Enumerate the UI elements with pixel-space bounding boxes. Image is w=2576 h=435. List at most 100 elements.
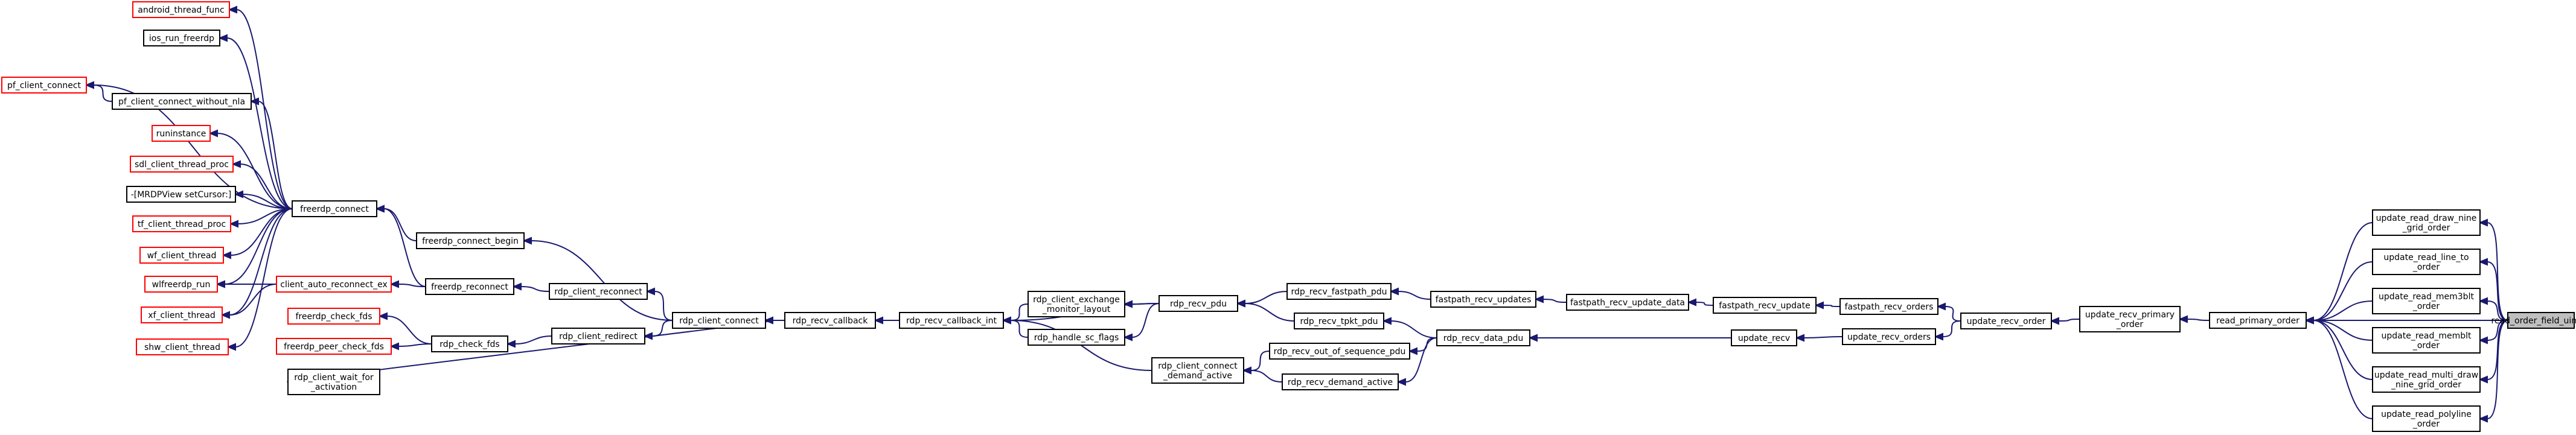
node-ios-run-freerdp[interactable]: ios_run_freerdp	[143, 30, 220, 46]
node-fastpath-recv-updates[interactable]: fastpath_recv_updates	[1430, 291, 1536, 308]
node-freerdp-connect-begin[interactable]: freerdp_connect_begin	[416, 232, 525, 249]
node-update-read-polyline-order[interactable]: update_read_polyline_order	[2372, 405, 2481, 432]
edge-freerdp-connect-to-sdl-client-thread-proc	[231, 160, 293, 209]
node-client-auto-reconnect-ex[interactable]: client_auto_reconnect_ex	[276, 276, 392, 293]
node-wf-client-thread[interactable]: wf_client_thread	[139, 247, 224, 264]
node-box	[425, 278, 514, 295]
node-xf-client-thread[interactable]: xf_client_thread	[141, 306, 223, 323]
edge-pf-client-connect-without-nla-to-pf-client-connect	[85, 81, 113, 102]
node-box	[1566, 294, 1689, 311]
node-label: rdp_handle_sc_flags	[1034, 333, 1119, 343]
edge-rdp-recv-demand-active-to-rdp-client-connect-demand-active	[1242, 366, 1283, 383]
node-shw-client-thread[interactable]: shw_client_thread	[136, 338, 229, 355]
node-box	[1839, 298, 1938, 315]
node-rdp-recv-fastpath-pdu[interactable]: rdp_recv_fastpath_pdu	[1286, 283, 1392, 300]
edge-rdp-client-connect-to-freerdp-connect-begin	[522, 237, 673, 321]
node-update-recv-orders[interactable]: update_recv_orders	[1842, 328, 1936, 345]
node-box	[1151, 357, 1244, 384]
node-update-read-multi-draw-nine-grid-order[interactable]: update_read_multi_draw_nine_grid_order	[2372, 366, 2481, 393]
edge-read-order-field-uint16-to-read-primary-order	[2304, 316, 2508, 325]
node-box	[152, 125, 211, 142]
node-rdp-recv-callback[interactable]: rdp_recv_callback	[784, 312, 876, 329]
node-label: fastpath_recv_updates	[1436, 295, 1532, 305]
node-update-recv-order[interactable]: update_recv_order	[1960, 313, 2052, 329]
node-fastpath-recv-update[interactable]: fastpath_recv_update	[1713, 297, 1817, 314]
node-box	[1960, 313, 2052, 329]
node-box	[1430, 291, 1536, 308]
node-android-thread-func[interactable]: android_thread_func	[132, 1, 230, 18]
node-box	[1294, 313, 1384, 329]
edge-rdp-recv-pdu-to-rdp-handle-sc-flags	[1123, 303, 1160, 341]
node-rdp-client-redirect[interactable]: rdp_client_redirect	[551, 328, 645, 345]
edge-freerdp-connect-to-pf-client-connect-without-nla	[249, 97, 293, 209]
node-box	[287, 369, 380, 395]
node-rdp-recv-pdu[interactable]: rdp_recv_pdu	[1159, 295, 1238, 312]
node-pf-client-connect[interactable]: pf_client_connect	[1, 77, 87, 94]
node-label: freerdp_connect	[300, 205, 369, 214]
node-wlfreerdp-run[interactable]: wlfreerdp_run	[144, 276, 218, 293]
node-box	[132, 215, 231, 232]
node-box	[551, 328, 645, 345]
node-label: freerdp_reconnect	[431, 282, 508, 292]
node-tf-client-thread-proc[interactable]: tf_client_thread_proc	[132, 215, 231, 232]
node-update-read-line-to-order[interactable]: update_read_line_to_order	[2372, 249, 2481, 275]
node-freerdp-check-fds[interactable]: freerdp_check_fds	[287, 308, 380, 325]
node-box	[2507, 312, 2575, 329]
node-rdp-recv-tpkt-pdu[interactable]: rdp_recv_tpkt_pdu	[1294, 313, 1384, 329]
node-label: rdp_client_redirect	[559, 332, 638, 341]
node-rdp-recv-callback-int[interactable]: rdp_recv_callback_int	[899, 312, 1004, 329]
edge-rdp-recv-tpkt-pdu-to-rdp-recv-pdu	[1236, 299, 1295, 322]
edge-fastpath-recv-update-to-fastpath-recv-update-data	[1687, 298, 1714, 306]
node-box	[416, 232, 525, 249]
node-freerdp-reconnect[interactable]: freerdp_reconnect	[425, 278, 514, 295]
node-update-read-mem3blt-order[interactable]: update_read_mem3blt_order	[2372, 288, 2481, 314]
edge-read-order-field-uint16-to-update-read-multi-draw-nine-grid-order	[2478, 320, 2508, 384]
node-rdp-client-wait-for-activation[interactable]: rdp_client_wait_for_activation	[287, 369, 380, 395]
node-freerdp-connect[interactable]: freerdp_connect	[292, 200, 377, 217]
node-runinstance[interactable]: runinstance	[152, 125, 211, 142]
node-update-read-memblt-order[interactable]: update_read_memblt_order	[2372, 327, 2481, 354]
node-label: xf_client_thread	[148, 311, 216, 320]
node-box	[1286, 283, 1392, 300]
node-box	[292, 200, 377, 217]
node-rdp-client-reconnect[interactable]: rdp_client_reconnect	[549, 283, 648, 300]
node-rdp-client-exchange-monitor-layout[interactable]: rdp_client_exchange_monitor_layout	[1028, 291, 1125, 317]
node-fastpath-recv-update-data[interactable]: fastpath_recv_update_data	[1566, 294, 1689, 311]
node-label: rdp_recv_fastpath_pdu	[1291, 287, 1387, 297]
node-box	[1436, 329, 1530, 346]
node-label: shw_client_thread	[144, 343, 220, 352]
node-fastpath-recv-orders[interactable]: fastpath_recv_orders	[1839, 298, 1938, 315]
node-update-recv-primary-order[interactable]: update_recv_primary_order	[2079, 306, 2181, 332]
edge-freerdp-connect-to-mrdpview-setcursor	[234, 190, 293, 209]
node-rdp-recv-data-pdu[interactable]: rdp_recv_data_pdu	[1436, 329, 1530, 346]
edge-read-order-field-uint16-to-update-read-memblt-order	[2478, 320, 2508, 345]
node-rdp-client-connect-demand-active[interactable]: rdp_client_connect_demand_active	[1151, 357, 1244, 384]
node-mrdpview-setcursor[interactable]: -[MRDPView setCursor:]	[126, 186, 236, 203]
node-rdp-recv-out-of-sequence-pdu[interactable]: rdp_recv_out_of_sequence_pdu	[1269, 343, 1410, 360]
node-rdp-client-connect[interactable]: rdp_client_connect	[672, 312, 766, 329]
node-sdl-client-thread-proc[interactable]: sdl_client_thread_proc	[130, 156, 234, 173]
node-read-order-field-uint16[interactable]: read_order_field_uint16	[2491, 312, 2576, 329]
node-rdp-recv-demand-active[interactable]: rdp_recv_demand_active	[1282, 373, 1399, 390]
edge-rdp-client-redirect-to-rdp-check-fds	[506, 335, 552, 348]
node-box	[2372, 209, 2481, 236]
edge-rdp-client-reconnect-to-freerdp-reconnect	[512, 282, 550, 292]
node-rdp-check-fds[interactable]: rdp_check_fds	[431, 335, 508, 352]
node-rdp-handle-sc-flags[interactable]: rdp_handle_sc_flags	[1028, 329, 1125, 346]
node-label: update_read_multi_draw	[2374, 370, 2478, 380]
edge-update-read-draw-nine-grid-order-to-read-primary-order	[2304, 222, 2373, 325]
node-update-recv[interactable]: update_recv	[1731, 329, 1797, 346]
node-box	[143, 30, 220, 46]
node-pf-client-connect-without-nla[interactable]: pf_client_connect_without_nla	[112, 93, 252, 110]
node-update-read-draw-nine-grid-order[interactable]: update_read_draw_nine_grid_order	[2372, 209, 2481, 236]
node-label: runinstance	[156, 129, 206, 139]
node-label: update_read_draw_nine	[2376, 214, 2477, 223]
node-read-primary-order[interactable]: read_primary_order	[2209, 312, 2307, 329]
node-label: fastpath_recv_orders	[1845, 302, 1934, 312]
node-box	[276, 276, 392, 293]
node-label: rdp_client_exchange	[1033, 295, 1120, 305]
node-box	[1028, 329, 1125, 346]
node-freerdp-peer-check-fds[interactable]: freerdp_peer_check_fds	[276, 338, 392, 355]
edge-freerdp-connect-to-shw-client-thread	[226, 208, 293, 351]
